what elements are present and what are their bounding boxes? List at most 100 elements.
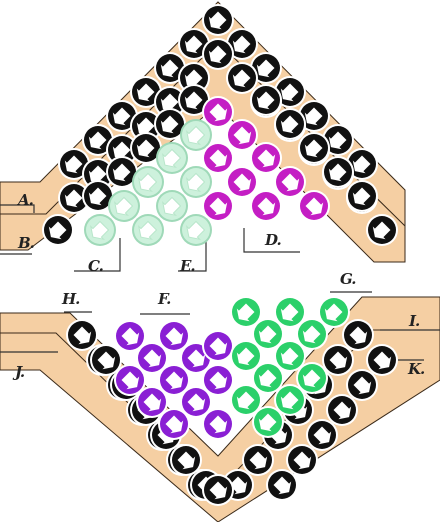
mint-token <box>132 166 164 198</box>
green-token <box>252 406 284 438</box>
upper-black-token <box>154 86 186 118</box>
mint-token <box>180 166 212 198</box>
purple-token <box>202 364 234 396</box>
label-j: J. <box>15 363 25 381</box>
upper-black-token <box>202 4 234 36</box>
upper-black-token <box>250 84 282 116</box>
upper-black-token <box>130 76 162 108</box>
token-layer <box>42 4 398 506</box>
green-token <box>296 318 328 350</box>
upper-black-token <box>130 132 162 164</box>
magenta-token <box>202 142 234 174</box>
label-e: E. <box>180 257 196 275</box>
upper-black-token <box>58 182 90 214</box>
upper-black-token <box>42 214 74 246</box>
label-d: D. <box>265 231 282 249</box>
magenta-token <box>202 96 234 128</box>
upper-black-token <box>178 28 210 60</box>
upper-black-token <box>106 134 138 166</box>
green-token <box>230 384 262 416</box>
mint-token <box>156 142 188 174</box>
purple-token <box>158 408 190 440</box>
upper-black-token <box>250 52 282 84</box>
upper-black-token <box>202 38 234 70</box>
lower-black-token <box>306 419 338 451</box>
upper-black-token <box>130 110 162 142</box>
upper-black-token <box>226 62 258 94</box>
leader-line-2 <box>74 238 121 272</box>
mint-token <box>180 119 212 151</box>
purple-token <box>180 386 212 418</box>
upper-black-token <box>298 132 330 164</box>
label-i: I. <box>409 312 420 330</box>
lower-black-token <box>266 469 298 501</box>
upper-black-token <box>154 52 186 84</box>
magenta-token <box>250 142 282 174</box>
purple-token <box>158 320 190 352</box>
magenta-token <box>226 119 258 151</box>
lower-black-token <box>322 344 354 376</box>
purple-token <box>136 342 168 374</box>
label-c: C. <box>88 257 104 275</box>
magenta-token <box>250 190 282 222</box>
upper-black-token <box>106 100 138 132</box>
label-leader-lines <box>0 204 440 361</box>
purple-token <box>158 364 190 396</box>
mint-token <box>132 214 164 246</box>
mint-token <box>156 190 188 222</box>
purple-token <box>202 330 234 362</box>
lower-black-token <box>242 444 274 476</box>
green-token <box>274 384 306 416</box>
upper-black-token <box>346 180 378 212</box>
mint-token <box>180 214 212 246</box>
purple-token <box>136 386 168 418</box>
green-token <box>274 340 306 372</box>
label-h: H. <box>62 290 80 308</box>
lower-black-token <box>202 474 234 506</box>
lower-black-token <box>170 444 202 476</box>
lower-black-token <box>286 444 318 476</box>
purple-token <box>114 364 146 396</box>
upper-black-token <box>82 158 114 190</box>
green-token <box>230 340 262 372</box>
lower-black-token <box>66 319 98 351</box>
lower-black-token <box>366 344 398 376</box>
mint-token <box>84 214 116 246</box>
upper-black-token <box>322 156 354 188</box>
leader-line-3 <box>178 240 207 272</box>
upper-black-token <box>366 214 398 246</box>
lower-black-token <box>326 394 358 426</box>
label-a: A. <box>18 191 34 209</box>
purple-token <box>202 408 234 440</box>
upper-black-token <box>82 180 114 212</box>
upper-black-token <box>178 62 210 94</box>
green-token <box>318 296 350 328</box>
upper-black-token <box>106 156 138 188</box>
upper-black-token <box>274 108 306 140</box>
upper-black-token <box>82 124 114 156</box>
upper-black-token <box>178 84 210 116</box>
lower-black-token <box>342 319 374 351</box>
upper-black-token <box>226 28 258 60</box>
label-f: F. <box>158 290 171 308</box>
leader-line-4 <box>243 228 300 253</box>
green-token <box>252 318 284 350</box>
magenta-token <box>298 190 330 222</box>
magenta-token <box>226 166 258 198</box>
green-token <box>230 296 262 328</box>
purple-token <box>114 320 146 352</box>
leader-line-0 <box>0 204 35 213</box>
lower-black-token <box>90 344 122 376</box>
green-token <box>252 362 284 394</box>
green-token <box>274 296 306 328</box>
label-g: G. <box>340 270 356 288</box>
green-token <box>296 362 328 394</box>
lower-black-token <box>346 369 378 401</box>
mint-token <box>108 190 140 222</box>
upper-black-token <box>58 148 90 180</box>
magenta-token <box>274 166 306 198</box>
magenta-token <box>202 190 234 222</box>
